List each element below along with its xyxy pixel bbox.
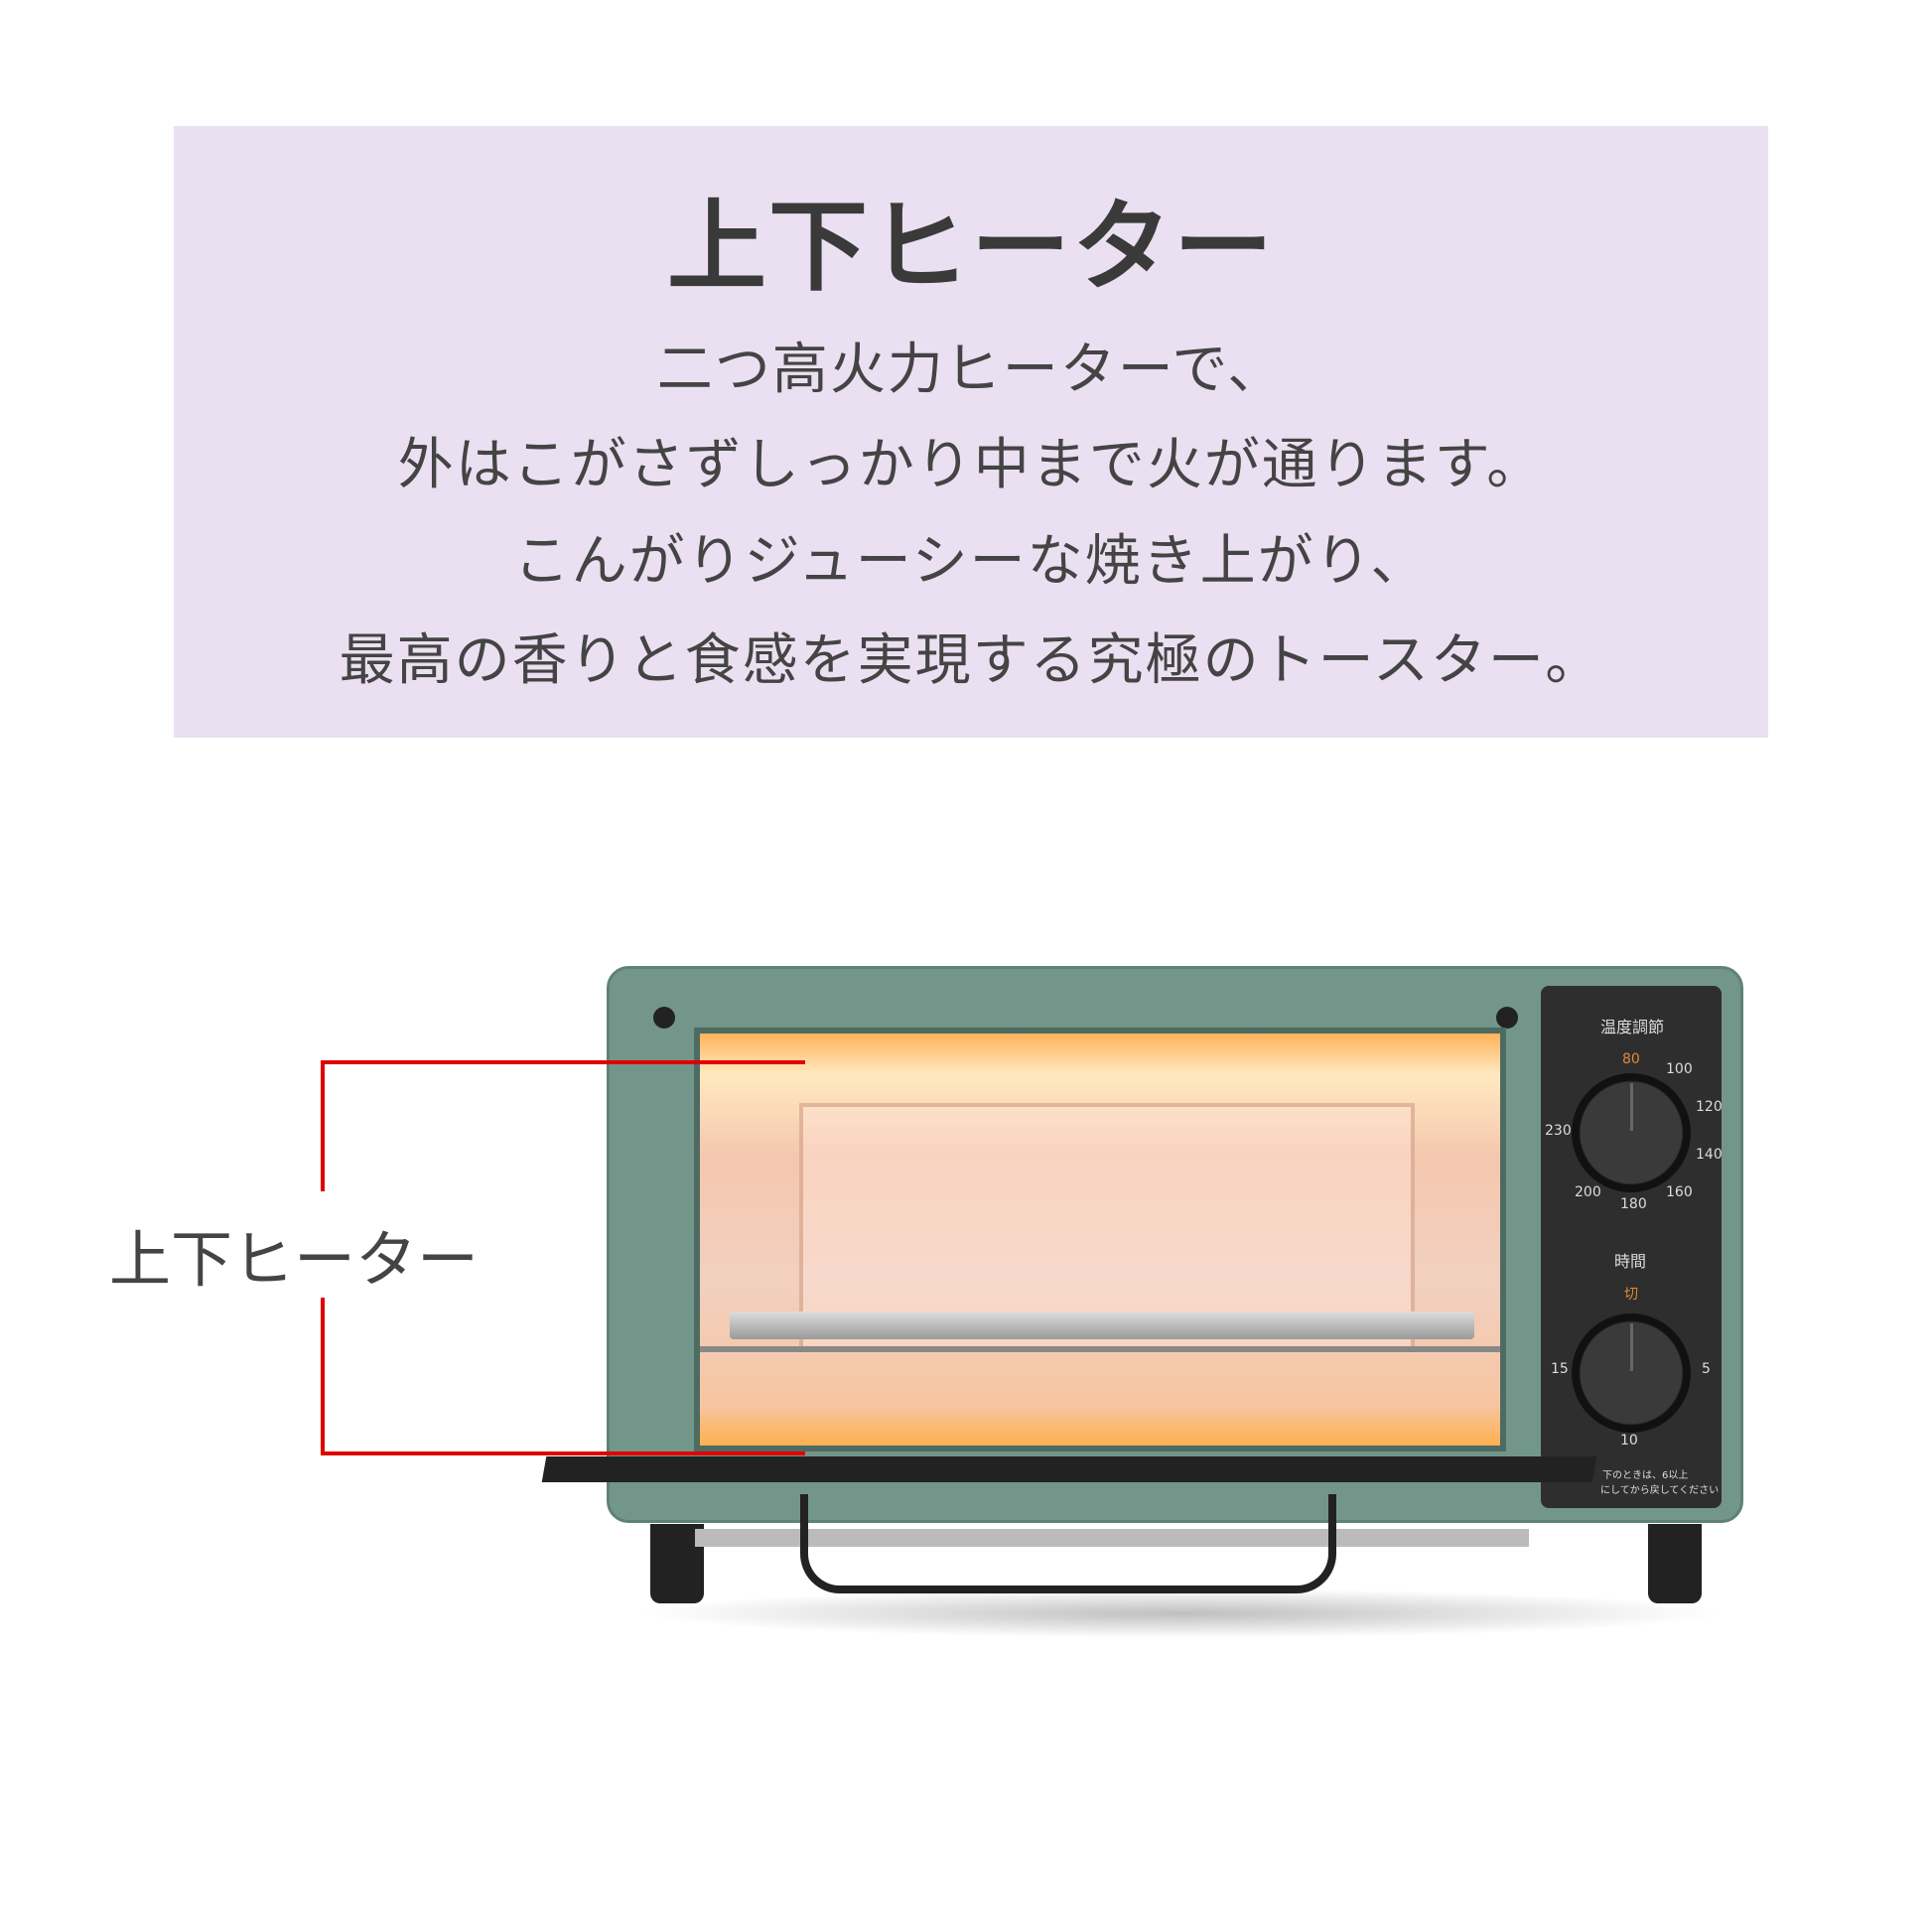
panel-note: 下のときは、6以上 xyxy=(1602,1470,1689,1481)
temp-mark: 80 xyxy=(1622,1051,1640,1067)
wire-rack xyxy=(700,1346,1500,1352)
oven-door[interactable] xyxy=(541,1456,1597,1482)
temp-mark: 100 xyxy=(1666,1061,1693,1077)
callout-line-bottom xyxy=(322,1451,805,1455)
time-mark: 5 xyxy=(1702,1361,1711,1377)
temperature-knob[interactable] xyxy=(1572,1073,1691,1192)
timer-knob[interactable] xyxy=(1572,1313,1691,1433)
time-title: 時間 xyxy=(1614,1252,1647,1271)
banner-line-2: 外はこがさずしっかり中まで火が通ります。 xyxy=(397,433,1545,497)
oven-interior xyxy=(799,1103,1415,1351)
time-mark: 15 xyxy=(1551,1361,1569,1377)
time-mark: 10 xyxy=(1620,1433,1638,1449)
oven-shadow xyxy=(635,1588,1727,1638)
oven-window xyxy=(694,1028,1506,1451)
temp-mark: 120 xyxy=(1696,1099,1723,1115)
control-panel: 温度調節 80 100 120 140 160 180 200 230 時間 切… xyxy=(1541,986,1723,1508)
heater-callout-label: 上下ヒーター xyxy=(109,1223,480,1296)
callout-bracket xyxy=(321,1298,325,1455)
temp-mark: 160 xyxy=(1666,1184,1693,1200)
banner-title: 上下ヒーター xyxy=(667,189,1275,305)
temp-mark: 200 xyxy=(1575,1184,1601,1200)
oven-foot xyxy=(1648,1524,1702,1603)
screw xyxy=(653,1007,675,1029)
temp-title: 温度調節 xyxy=(1600,1018,1665,1036)
temp-mark: 230 xyxy=(1545,1123,1572,1139)
panel-note: にしてから戻してください xyxy=(1600,1485,1720,1496)
temp-mark: 140 xyxy=(1696,1147,1723,1163)
feature-banner: 上下ヒーター 二つ高火力ヒーターで、 外はこがさずしっかり中まで火が通ります。 … xyxy=(174,126,1768,738)
door-handle[interactable] xyxy=(800,1494,1336,1593)
banner-line-3: こんがりジューシーな焼き上がり、 xyxy=(513,529,1429,594)
baking-tray xyxy=(730,1311,1474,1339)
banner-line-4: 最高の香りと食感を実現する究極のトースター。 xyxy=(339,628,1603,693)
time-mark: 切 xyxy=(1624,1287,1638,1303)
screw xyxy=(1496,1007,1518,1029)
callout-line-top xyxy=(322,1060,805,1064)
callout-bracket xyxy=(321,1060,325,1191)
temp-mark: 180 xyxy=(1620,1196,1647,1212)
banner-line-1: 二つ高火力ヒーターで、 xyxy=(656,338,1286,402)
